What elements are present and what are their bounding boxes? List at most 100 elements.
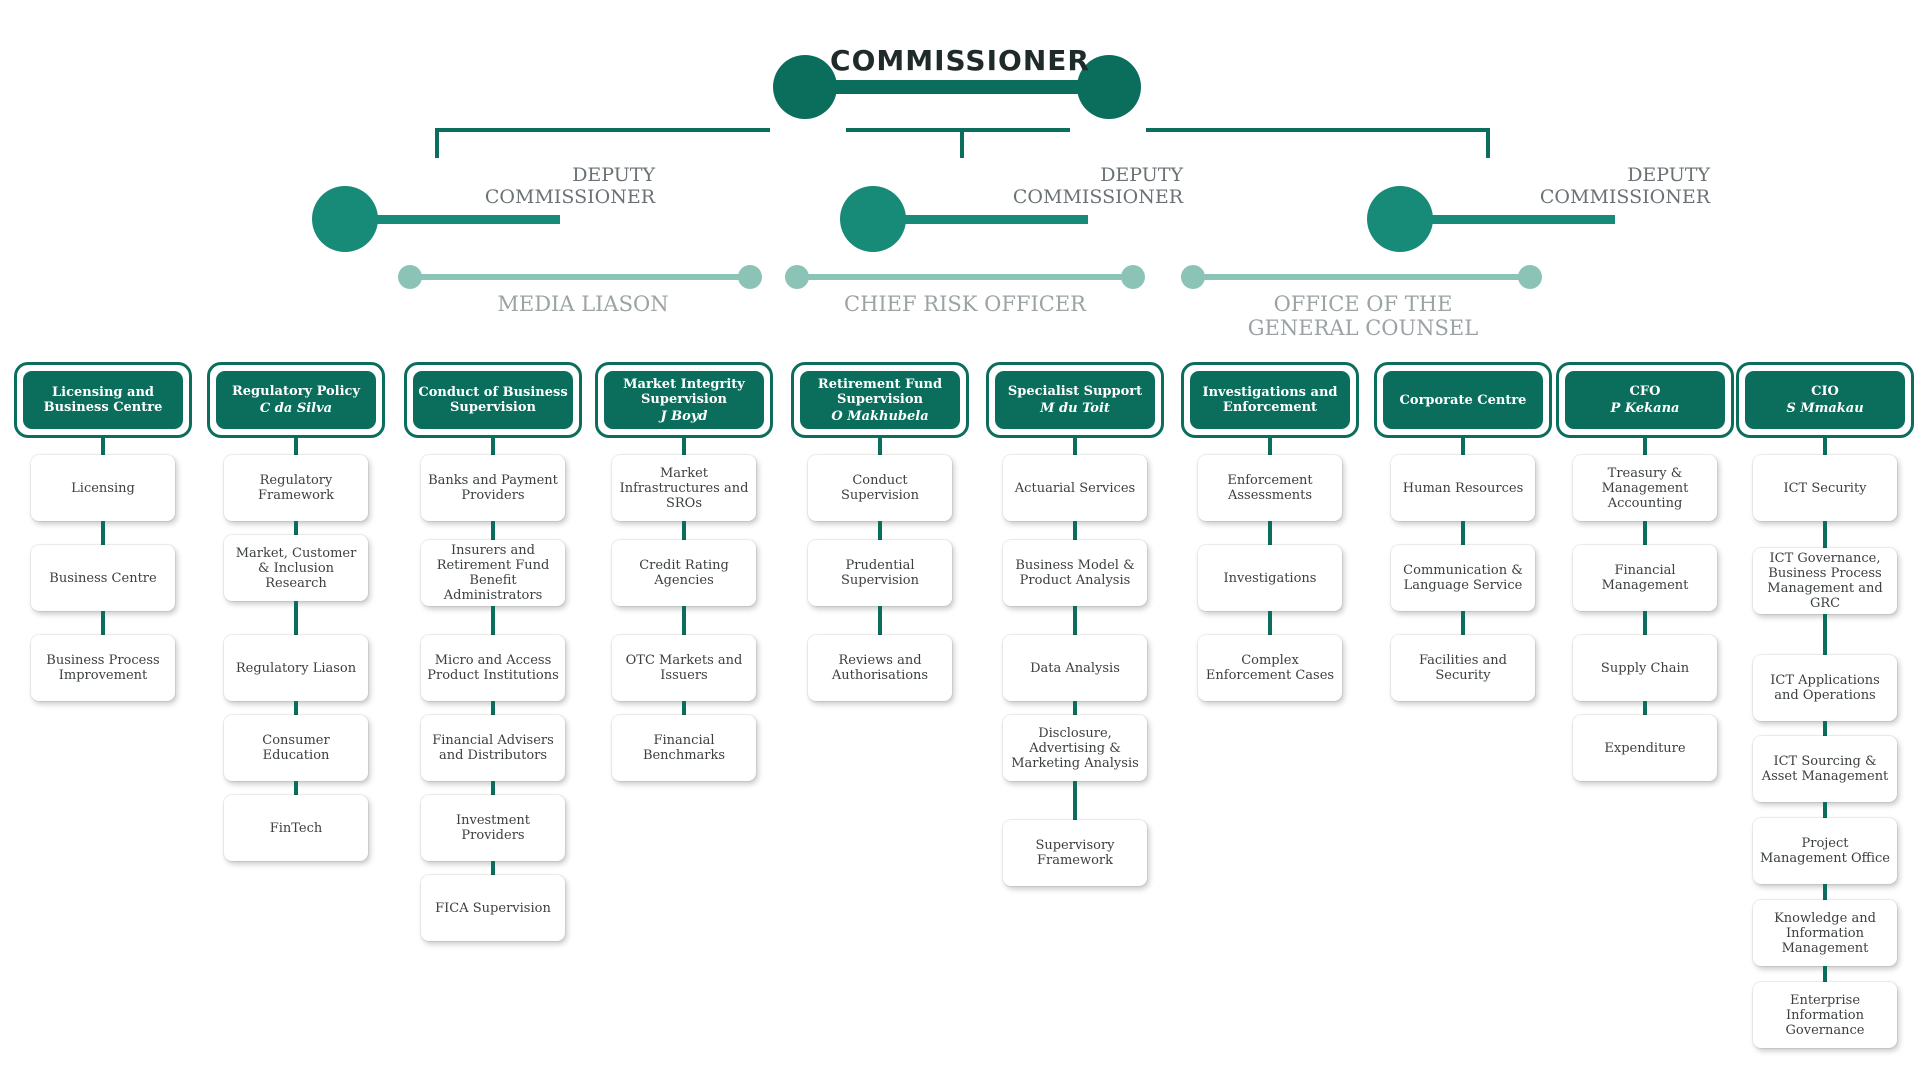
division-head-name: P Kekana xyxy=(1610,401,1680,416)
division-head-name: M du Toit xyxy=(1040,401,1110,416)
commissioner-title: COMMISSIONER xyxy=(830,44,1090,77)
unit-card: Complex Enforcement Cases xyxy=(1198,635,1342,701)
unit-connector xyxy=(1823,966,1827,982)
division-head-name: J Boyd xyxy=(660,408,708,424)
unit-connector xyxy=(491,606,495,635)
division-title: Market Integrity Supervision xyxy=(623,376,745,407)
unit-card: Enterprise Information Governance xyxy=(1753,982,1897,1048)
unit-card: Disclosure, Advertising & Marketing Anal… xyxy=(1003,715,1147,781)
unit-connector xyxy=(1461,438,1465,455)
division-header: CIO S Mmakau xyxy=(1736,362,1914,438)
division-header-fill: Specialist Support M du Toit xyxy=(995,371,1155,429)
unit-connector xyxy=(1823,802,1827,818)
division-head-name: S Mmakau xyxy=(1786,401,1864,416)
division-header: Licensing and Business Centre xyxy=(14,362,192,438)
deputy-bar xyxy=(1400,215,1615,224)
deputy-commissioner-label: DEPUTY COMMISSIONER xyxy=(1539,164,1710,208)
staff-office-dot-right xyxy=(1518,265,1542,289)
unit-card: Project Management Office xyxy=(1753,818,1897,884)
unit-card: Business Centre xyxy=(31,545,175,611)
unit-connector xyxy=(1268,438,1272,455)
unit-connector xyxy=(1823,721,1827,736)
unit-card: Regulatory Liason xyxy=(224,635,368,701)
division-title: CFO xyxy=(1629,384,1661,399)
division-header-fill: CIO S Mmakau xyxy=(1745,371,1905,429)
division-title: CIO xyxy=(1811,384,1839,399)
unit-card: Supply Chain xyxy=(1573,635,1717,701)
unit-card: Data Analysis xyxy=(1003,635,1147,701)
staff-office-dot-left xyxy=(398,265,422,289)
unit-card: ICT Applications and Operations xyxy=(1753,655,1897,721)
unit-connector xyxy=(1073,521,1077,540)
unit-connector xyxy=(1073,606,1077,635)
unit-card: Supervisory Framework xyxy=(1003,820,1147,886)
unit-connector xyxy=(1268,611,1272,635)
commissioner-dot-left xyxy=(773,55,837,119)
unit-connector xyxy=(1643,611,1647,635)
unit-connector xyxy=(682,701,686,715)
unit-card: Treasury & Management Accounting xyxy=(1573,455,1717,521)
deputy-commissioner-label: DEPUTY COMMISSIONER xyxy=(1012,164,1183,208)
unit-card: Micro and Access Product Institutions xyxy=(421,635,565,701)
unit-connector xyxy=(1461,611,1465,635)
unit-connector xyxy=(294,521,298,535)
unit-card: Business Model & Product Analysis xyxy=(1003,540,1147,606)
unit-card: Financial Advisers and Distributors xyxy=(421,715,565,781)
division-title: Investigations and Enforcement xyxy=(1202,385,1338,415)
unit-card: Financial Management xyxy=(1573,545,1717,611)
unit-connector xyxy=(1643,438,1647,455)
unit-connector xyxy=(878,606,882,635)
unit-card: ICT Sourcing & Asset Management xyxy=(1753,736,1897,802)
unit-connector xyxy=(491,701,495,715)
unit-connector xyxy=(682,438,686,455)
unit-card: Actuarial Services xyxy=(1003,455,1147,521)
staff-office-dot-left xyxy=(785,265,809,289)
division-title: Conduct of Business Supervision xyxy=(418,385,568,415)
unit-connector xyxy=(1823,884,1827,900)
unit-card: Financial Benchmarks xyxy=(612,715,756,781)
unit-card: Communication & Language Service xyxy=(1391,545,1535,611)
branch-gap-right xyxy=(1070,124,1146,136)
unit-card: Licensing xyxy=(31,455,175,521)
unit-card: Expenditure xyxy=(1573,715,1717,781)
unit-connector xyxy=(1461,521,1465,545)
unit-card: Knowledge and Information Management xyxy=(1753,900,1897,966)
division-header-fill: Conduct of Business Supervision xyxy=(413,371,573,429)
unit-connector xyxy=(294,781,298,795)
unit-connector xyxy=(878,521,882,540)
unit-connector xyxy=(1073,781,1077,820)
unit-connector xyxy=(1073,701,1077,715)
unit-connector xyxy=(1268,521,1272,545)
division-header: CFO P Kekana xyxy=(1556,362,1734,438)
division-title: Retirement Fund Supervision xyxy=(817,376,943,407)
unit-card: Conduct Supervision xyxy=(808,455,952,521)
unit-card: ICT Governance, Business Process Managem… xyxy=(1753,548,1897,614)
unit-card: Banks and Payment Providers xyxy=(421,455,565,521)
unit-card: Investment Providers xyxy=(421,795,565,861)
unit-card: FinTech xyxy=(224,795,368,861)
unit-connector xyxy=(1823,521,1827,548)
staff-office-dot-right xyxy=(738,265,762,289)
division-title: Specialist Support xyxy=(1007,384,1143,399)
unit-connector xyxy=(1643,521,1647,545)
branch-gap-left xyxy=(770,124,846,136)
unit-card: Regulatory Framework xyxy=(224,455,368,521)
unit-connector xyxy=(1823,438,1827,455)
staff-office-label: OFFICE OF THE GENERAL COUNSEL xyxy=(1247,292,1479,340)
deputy-bar xyxy=(873,215,1088,224)
unit-connector xyxy=(294,701,298,715)
unit-connector xyxy=(101,521,105,545)
unit-card: Market, Customer & Inclusion Research xyxy=(224,535,368,601)
unit-card: Credit Rating Agencies xyxy=(612,540,756,606)
staff-office-label: MEDIA LIASON xyxy=(497,292,669,316)
deputy-bar xyxy=(345,215,560,224)
unit-connector xyxy=(878,438,882,455)
unit-card: Consumer Education xyxy=(224,715,368,781)
division-header: Investigations and Enforcement xyxy=(1181,362,1359,438)
unit-card: Investigations xyxy=(1198,545,1342,611)
